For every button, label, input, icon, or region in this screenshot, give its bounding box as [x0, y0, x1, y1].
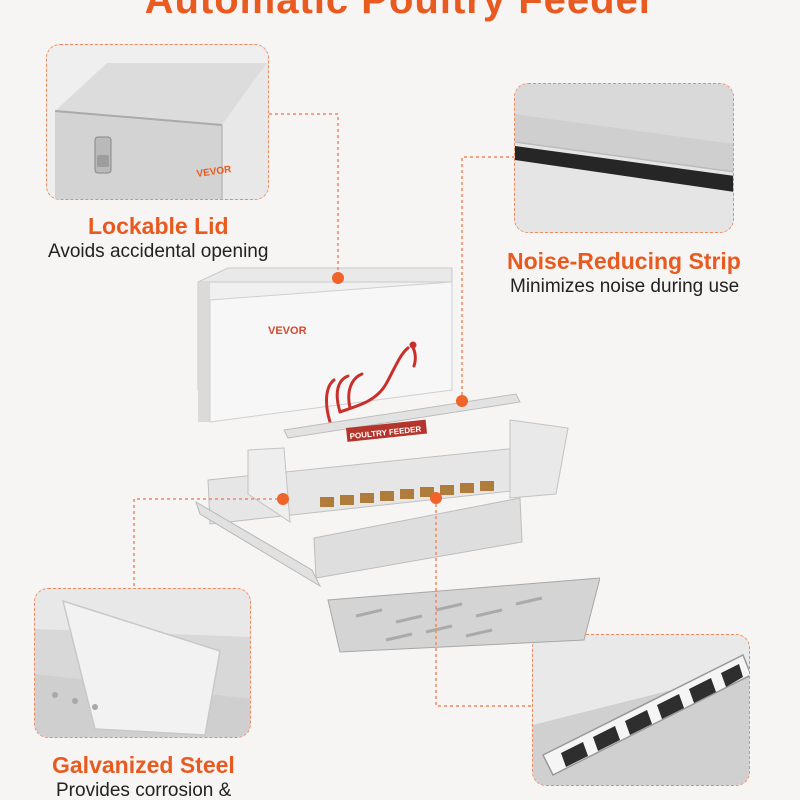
- treadle-mesh-closeup: [532, 634, 750, 786]
- feature-desc-noise-strip: Minimizes noise during use: [510, 276, 740, 297]
- lockable-lid-closeup: VEVOR: [46, 44, 269, 200]
- hotspot-galvanized-steel: [277, 493, 289, 505]
- feature-title-noise-strip: Noise-Reducing Strip: [507, 248, 741, 274]
- galvanized-steel-closeup: [34, 588, 251, 738]
- rooster-icon: [325, 341, 417, 424]
- feature-title-lockable-lid: Lockable Lid: [88, 213, 229, 239]
- page-title: Automatic Poultry Feeder: [144, 0, 656, 22]
- feeder-brand-logo: VEVOR: [268, 325, 307, 337]
- feeder-main-image: VEVOR POULTRY FEEDER: [180, 262, 600, 662]
- hotspot-treadle: [430, 492, 442, 504]
- hotspot-lid: [332, 272, 344, 284]
- noise-strip-closeup: [514, 83, 734, 233]
- feature-desc-lockable-lid: Avoids accidental opening: [48, 241, 269, 262]
- feature-title-galvanized-steel: Galvanized Steel: [52, 752, 235, 778]
- latch-icon: [94, 136, 112, 174]
- lid-brand-logo: VEVOR: [196, 164, 233, 180]
- hotspot-noise-strip: [456, 395, 468, 407]
- feature-desc-galvanized-steel: Provides corrosion &: [56, 780, 232, 800]
